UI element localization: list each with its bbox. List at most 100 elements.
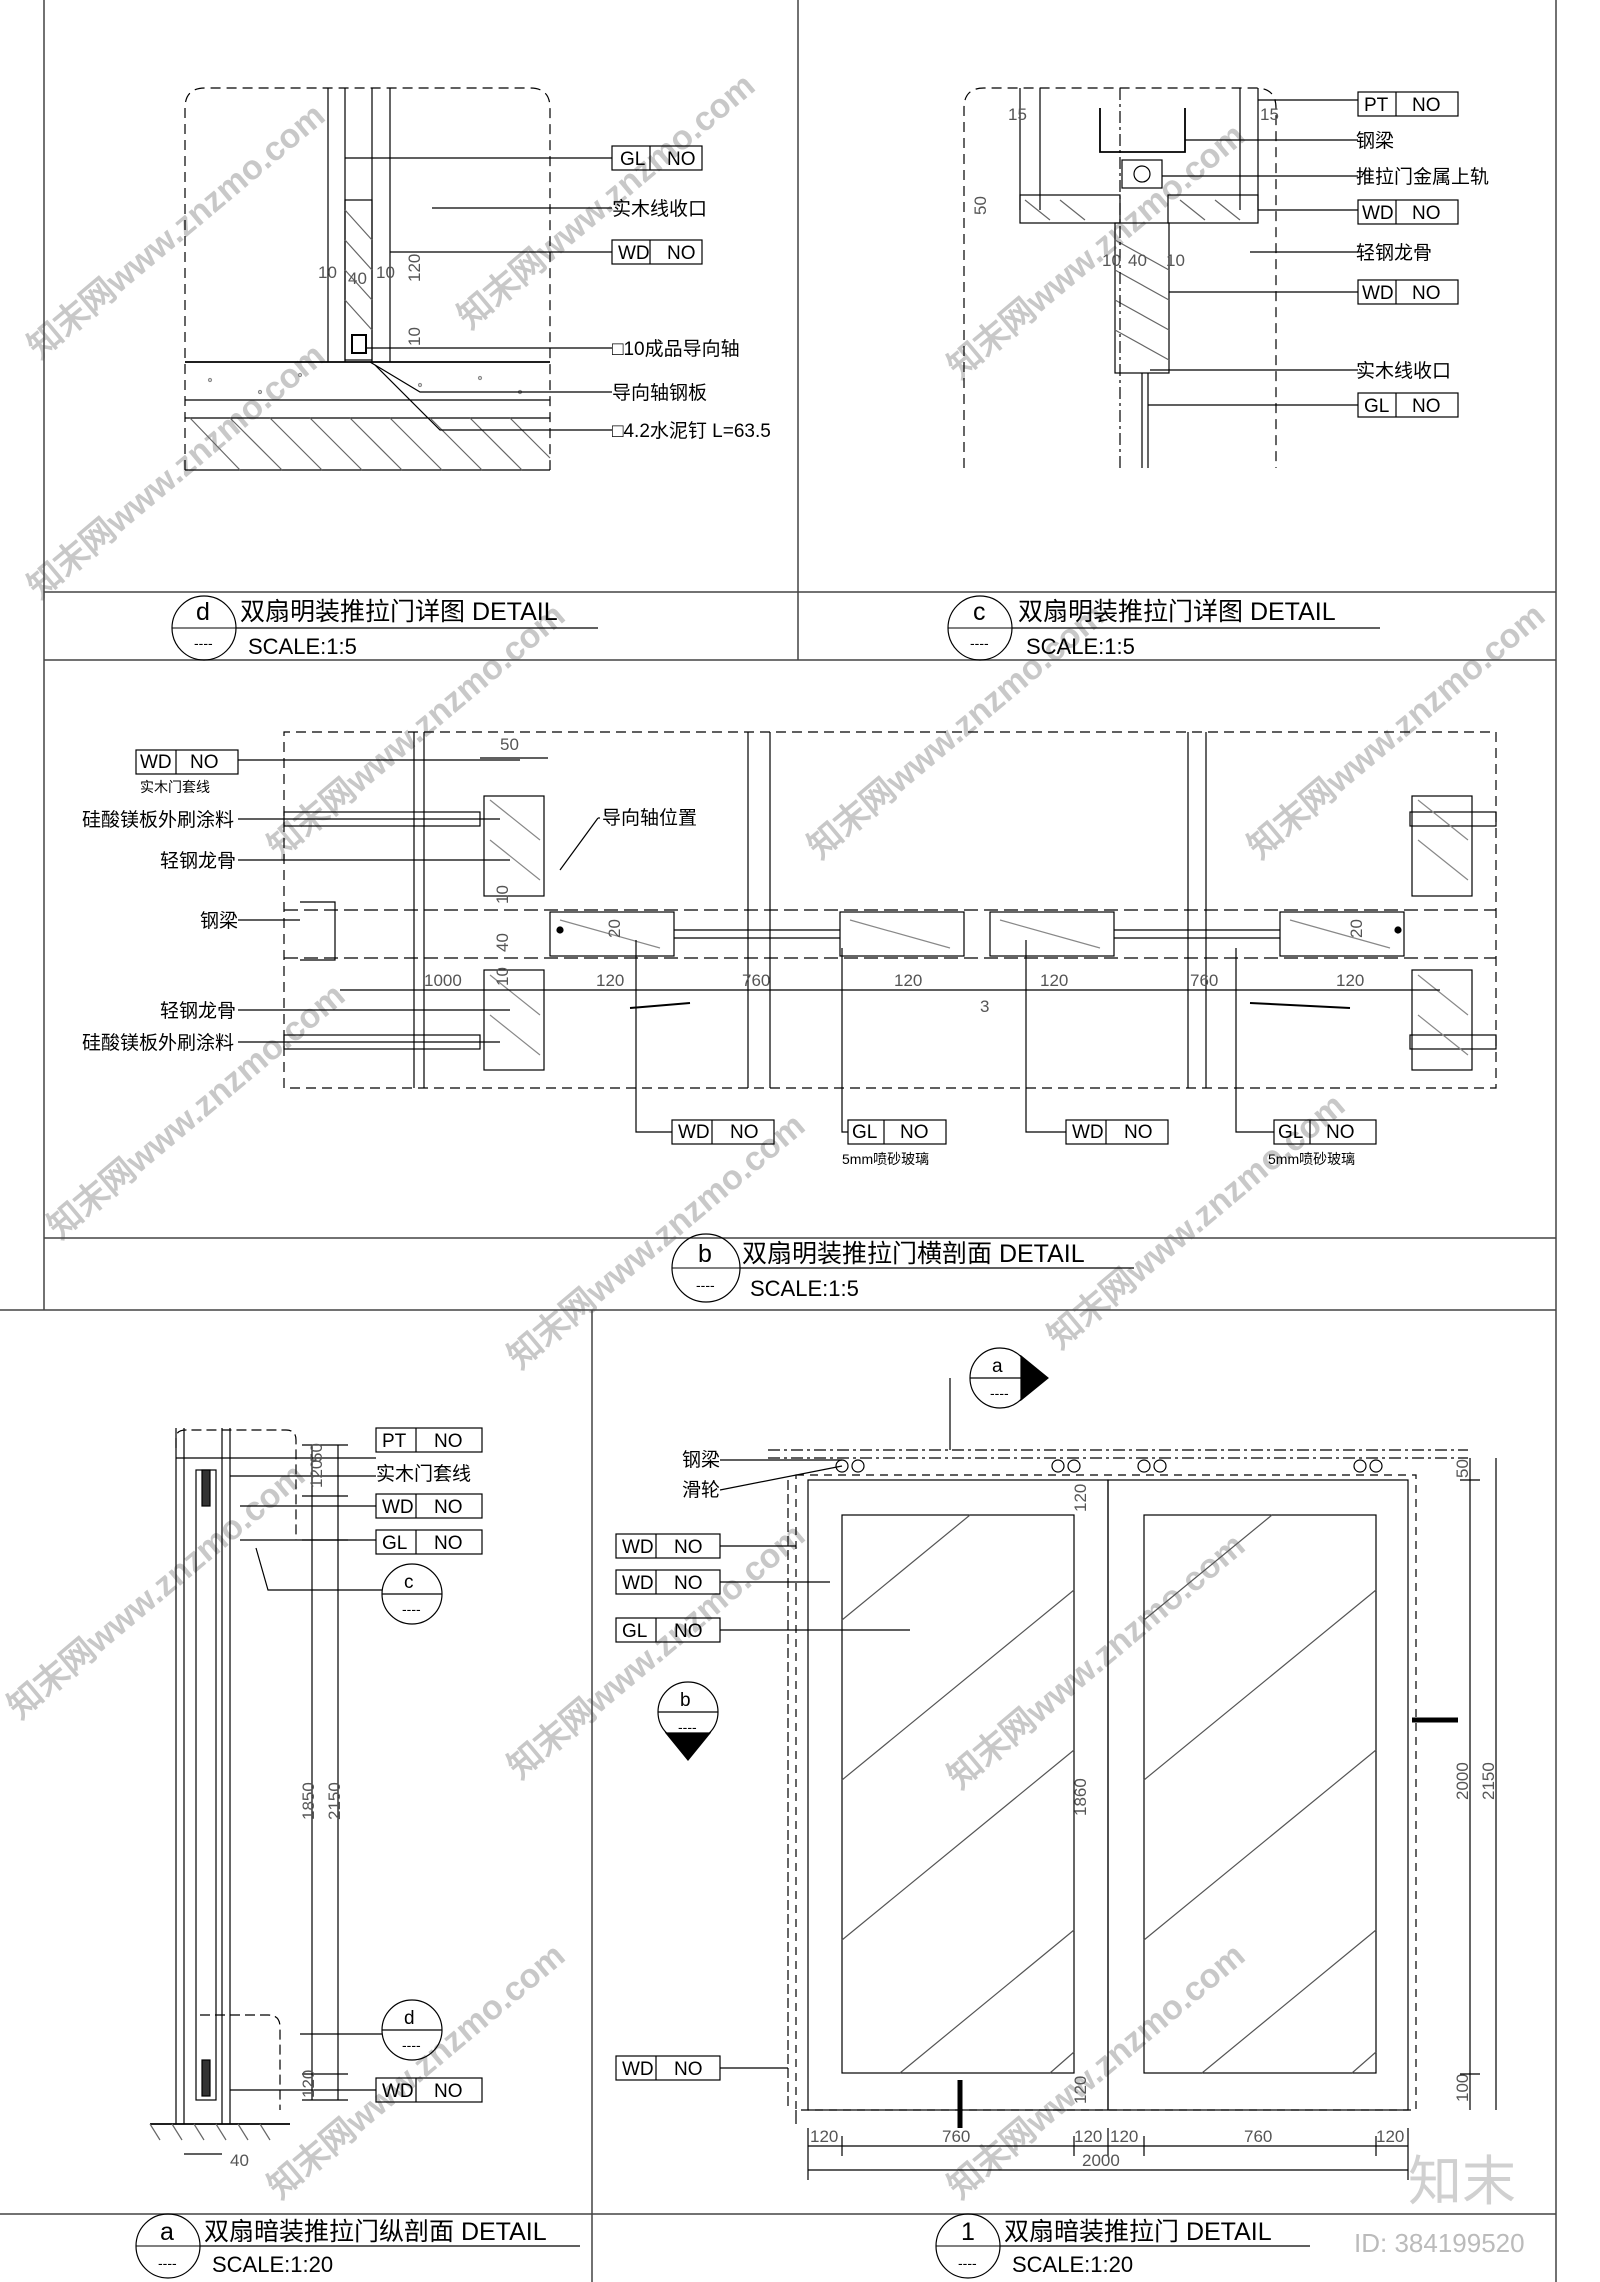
svg-text:----: ----: [696, 1277, 715, 1293]
detail-d: [184, 87, 703, 471]
svg-text:----: ----: [678, 1719, 697, 1735]
svg-text:3: 3: [980, 997, 989, 1016]
svg-text:120: 120: [596, 971, 624, 990]
svg-text:120: 120: [307, 1460, 326, 1488]
svg-text:120: 120: [1071, 1484, 1090, 1512]
svg-text:NO: NO: [674, 2059, 703, 2080]
svg-text:2150: 2150: [1479, 1762, 1498, 1800]
svg-text:5mm喷砂玻璃: 5mm喷砂玻璃: [842, 1151, 929, 1167]
svg-text:120: 120: [810, 2127, 838, 2146]
svg-text:NO: NO: [1412, 95, 1441, 116]
sheet-frame: [0, 0, 1557, 2282]
svg-text:WD: WD: [678, 1122, 710, 1143]
svg-text:120: 120: [405, 254, 424, 282]
svg-text:1000: 1000: [424, 971, 462, 990]
svg-text:导向轴位置: 导向轴位置: [602, 807, 697, 829]
svg-text:2000: 2000: [1453, 1762, 1472, 1800]
svg-text:SCALE:1:20: SCALE:1:20: [212, 2252, 333, 2277]
title-c: c ---- 双扇明装推拉门详图 DETAIL SCALE:1:5: [947, 595, 1380, 661]
svg-text:钢梁: 钢梁: [1356, 130, 1394, 152]
svg-text:钢梁: 钢梁: [682, 1449, 720, 1471]
svg-text:实木线收口: 实木线收口: [1356, 360, 1451, 382]
svg-text:知末网www.znzmo.com: 知末网www.znzmo.com: [1, 1456, 312, 1726]
svg-text:双扇暗装推拉门 DETAIL: 双扇暗装推拉门 DETAIL: [1004, 2218, 1272, 2246]
svg-text:知末网www.znzmo.com: 知末网www.znzmo.com: [1241, 596, 1552, 866]
svg-text:NO: NO: [667, 243, 696, 264]
svg-text:SCALE:1:5: SCALE:1:5: [750, 1276, 859, 1301]
svg-text:15: 15: [1260, 105, 1279, 124]
title-a: a ---- 双扇暗装推拉门纵剖面 DETAIL SCALE:1:20: [135, 2213, 580, 2279]
svg-text:2000: 2000: [1082, 2151, 1120, 2170]
svg-text:轻钢龙骨: 轻钢龙骨: [160, 850, 236, 872]
svg-text:NO: NO: [434, 1533, 463, 1554]
svg-text:120: 120: [894, 971, 922, 990]
svg-text:10: 10: [493, 967, 512, 986]
svg-text:1: 1: [961, 2218, 975, 2246]
svg-text:双扇明装推拉门详图 DETAIL: 双扇明装推拉门详图 DETAIL: [240, 598, 558, 626]
svg-text:WD: WD: [622, 2059, 654, 2080]
detail-c-text: PT NO 钢梁 推拉门金属上轨 WD NO 轻钢龙骨 WD NO 实木线收口 …: [971, 95, 1489, 417]
svg-text:b: b: [680, 1690, 691, 1711]
svg-text:NO: NO: [730, 1122, 759, 1143]
svg-text:WD: WD: [140, 752, 172, 773]
svg-text:GL: GL: [1278, 1122, 1303, 1143]
svg-text:----: ----: [990, 1385, 1009, 1401]
svg-text:WD: WD: [1072, 1122, 1104, 1143]
svg-text:b: b: [698, 1240, 712, 1268]
svg-text:WD: WD: [1362, 283, 1394, 304]
svg-text:----: ----: [158, 2255, 177, 2271]
svg-text:NO: NO: [1326, 1122, 1355, 1143]
title-1: 1 ---- 双扇暗装推拉门 DETAIL SCALE:1:20: [935, 2213, 1310, 2279]
svg-text:----: ----: [194, 635, 213, 651]
svg-text:实木门套线: 实木门套线: [140, 779, 210, 795]
svg-text:双扇暗装推拉门纵剖面 DETAIL: 双扇暗装推拉门纵剖面 DETAIL: [204, 2218, 547, 2246]
detail-a-text: PT NO 实木门套线 WD NO GL NO WD NO c ---- d -…: [230, 1431, 471, 2170]
svg-text:120: 120: [299, 2070, 318, 2098]
svg-text:SCALE:1:20: SCALE:1:20: [1012, 2252, 1133, 2277]
svg-text:推拉门金属上轨: 推拉门金属上轨: [1356, 166, 1489, 188]
svg-text:----: ----: [402, 2037, 421, 2053]
elevation-1: [615, 1347, 1497, 2180]
svg-text:NO: NO: [1412, 283, 1441, 304]
svg-text:50: 50: [307, 1443, 326, 1462]
svg-text:双扇明装推拉门详图 DETAIL: 双扇明装推拉门详图 DETAIL: [1018, 598, 1336, 626]
svg-text:20: 20: [605, 919, 624, 938]
svg-text:导向轴钢板: 导向轴钢板: [612, 382, 707, 404]
svg-text:a: a: [992, 1356, 1003, 1377]
svg-text:d: d: [196, 598, 210, 626]
svg-text:d: d: [404, 2008, 415, 2029]
svg-text:50: 50: [971, 196, 990, 215]
svg-text:WD: WD: [618, 243, 650, 264]
svg-text:760: 760: [942, 2127, 970, 2146]
svg-text:10: 10: [1166, 251, 1185, 270]
svg-text:NO: NO: [900, 1122, 929, 1143]
svg-text:NO: NO: [674, 1621, 703, 1642]
svg-text:SCALE:1:5: SCALE:1:5: [248, 634, 357, 659]
svg-text:120: 120: [1040, 971, 1068, 990]
svg-text:GL: GL: [382, 1533, 407, 1554]
svg-text:c: c: [973, 598, 986, 626]
svg-text:2150: 2150: [325, 1782, 344, 1820]
svg-text:WD: WD: [622, 1537, 654, 1558]
svg-text:40: 40: [1128, 251, 1147, 270]
svg-text:1850: 1850: [299, 1782, 318, 1820]
detail-a: [149, 1427, 483, 2155]
svg-text:NO: NO: [434, 1497, 463, 1518]
svg-text:NO: NO: [1412, 396, 1441, 417]
svg-text:GL: GL: [620, 149, 645, 170]
svg-text:----: ----: [402, 1601, 421, 1617]
svg-text:120: 120: [1376, 2127, 1404, 2146]
svg-text:WD: WD: [382, 1497, 414, 1518]
svg-text:GL: GL: [622, 1621, 647, 1642]
detail-d-text: GL NO 实木线收口 WD NO □10成品导向轴 导向轴钢板 □4.2水泥钉…: [318, 149, 771, 442]
svg-text:10: 10: [405, 327, 424, 346]
svg-text:轻钢龙骨: 轻钢龙骨: [160, 1000, 236, 1022]
elevation-1-text: 钢梁 滑轮 WD NO WD NO GL NO WD NO a ---- b -…: [622, 1356, 1498, 2170]
svg-text:钢梁: 钢梁: [200, 910, 238, 932]
svg-text:硅酸镁板外刷涂料: 硅酸镁板外刷涂料: [82, 1032, 234, 1054]
svg-text:实木线收口: 实木线收口: [612, 198, 707, 220]
svg-text:120: 120: [1110, 2127, 1138, 2146]
svg-text:NO: NO: [190, 752, 219, 773]
svg-text:120: 120: [1071, 2076, 1090, 2104]
watermark-layer: 知末网www.znzmo.com 知末网www.znzmo.com 知末网www…: [1, 66, 1552, 2206]
